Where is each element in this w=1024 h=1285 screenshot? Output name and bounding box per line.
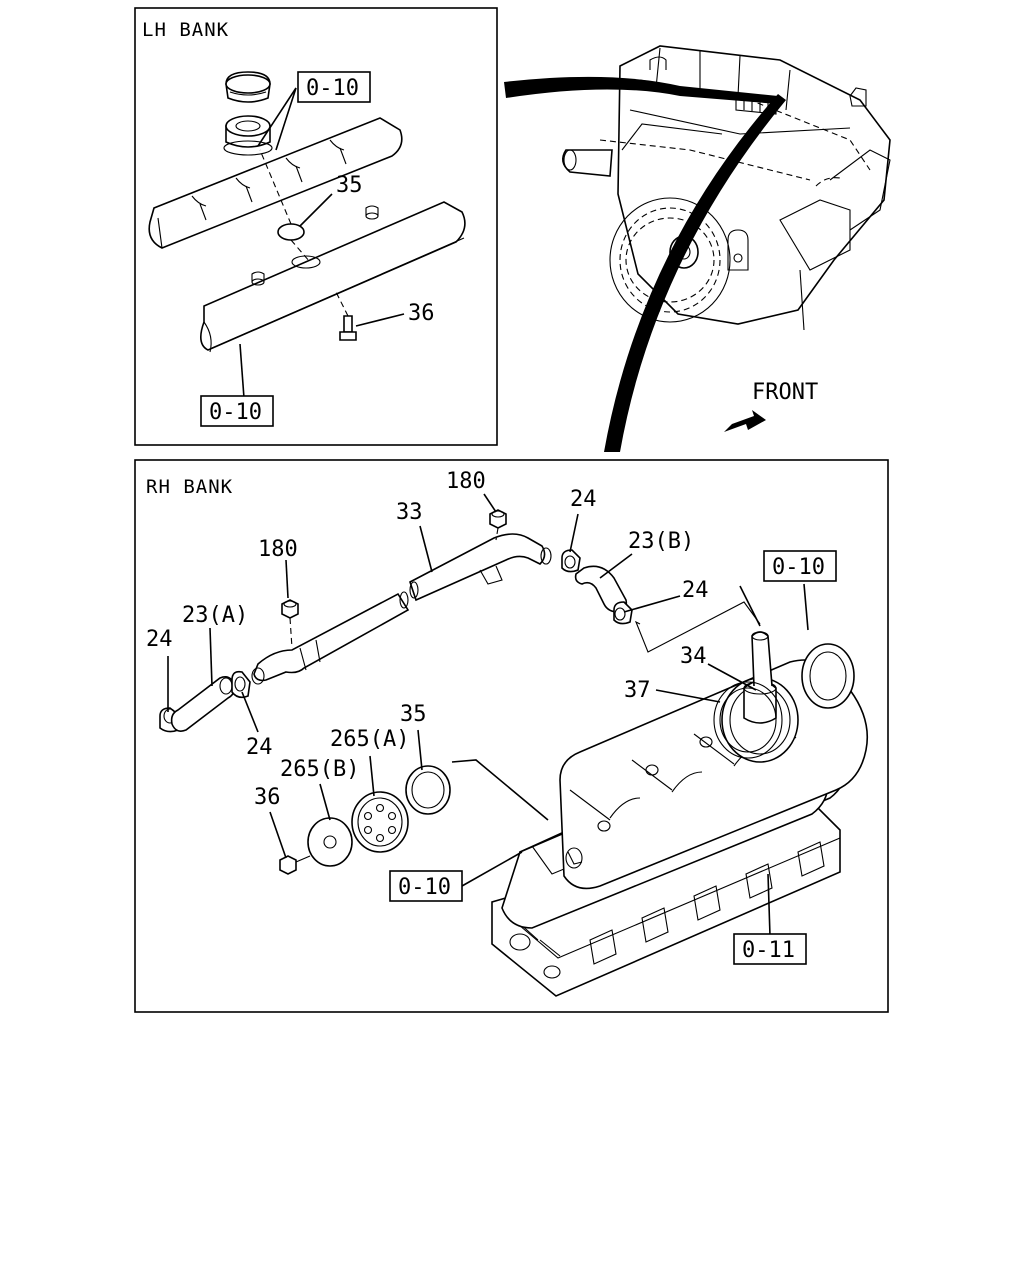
- pcv-valve-34: [721, 631, 799, 763]
- rh-nut-180-left: [281, 599, 299, 619]
- lh-o-ring-guide: [259, 149, 292, 225]
- rh-clamp-24-upper: [561, 549, 581, 573]
- rh-hose-23b: [574, 565, 628, 613]
- rh-label-24-right: 24: [682, 578, 709, 603]
- lh-panel-frame: [134, 7, 498, 446]
- rh-label-34: 34: [680, 644, 707, 669]
- rh-ref-box-top: [763, 550, 837, 582]
- rh-clamp-24-right: [613, 601, 633, 625]
- rh-bank-panel: RH BANK: [134, 459, 889, 1013]
- rh-panel-title: RH BANK: [146, 476, 233, 498]
- rh-label-36: 36: [254, 785, 281, 810]
- lh-ref-top: 0-10: [306, 76, 359, 101]
- rh-ref-011: 0-11: [742, 938, 795, 963]
- front-label: FRONT: [752, 380, 818, 405]
- rh-label-180-right: 180: [446, 469, 486, 494]
- lh-leader-ref-top-a: [257, 87, 297, 147]
- lh-ref-bottom: 0-10: [209, 400, 262, 425]
- rh-label-23a: 23(A): [182, 603, 248, 628]
- rh-ref-box-011: [733, 933, 807, 965]
- lh-label-35: 35: [336, 173, 363, 198]
- rh-label-265a: 265(A): [330, 727, 409, 752]
- oil-filler-cap: [225, 71, 271, 103]
- lh-panel-title: LH BANK: [142, 19, 229, 41]
- lh-o-ring-35: [277, 223, 305, 241]
- rh-label-37: 37: [624, 678, 651, 703]
- rh-pointer-arrow: [604, 94, 786, 452]
- rh-ref-010-mid: 0-10: [398, 875, 451, 900]
- front-indicator: FRONT: [724, 380, 818, 432]
- rh-label-23b: 23(B): [628, 529, 694, 554]
- rh-ref-010-top: 0-10: [772, 555, 825, 580]
- rh-pipe-left: [251, 591, 410, 685]
- engine-overview: FRONT: [504, 45, 891, 452]
- lh-pointer-arrow: [504, 76, 778, 104]
- flywheel: [609, 197, 731, 323]
- lh-label-36: 36: [408, 301, 435, 326]
- lh-ref-box-top: [297, 71, 371, 103]
- rh-ref-box-mid: [389, 870, 463, 902]
- lh-bolt-36: [339, 315, 357, 341]
- rh-nut-180-right: [489, 509, 507, 529]
- lh-upper-cover: [148, 117, 403, 249]
- grommet-37: [713, 681, 783, 759]
- rh-washer-265b: [307, 817, 353, 867]
- rh-label-265b: 265(B): [280, 757, 359, 782]
- rh-o-ring-35: [405, 765, 451, 815]
- lh-ref-box-bottom: [200, 395, 274, 427]
- lh-rocker-cover: [200, 201, 466, 353]
- lh-bank-panel: LH BANK: [134, 7, 498, 446]
- front-arrow-icon: [724, 410, 766, 432]
- rh-label-24-far-left: 24: [146, 627, 173, 652]
- rh-label-33: 33: [396, 500, 423, 525]
- rh-bolt-36: [279, 855, 311, 875]
- filler-neck: [223, 115, 273, 156]
- rh-label-180-left: 180: [258, 537, 298, 562]
- rh-label-24-left: 24: [246, 735, 273, 760]
- rh-plate-265a: [351, 791, 409, 853]
- rh-label-35: 35: [400, 702, 427, 727]
- rh-panel-frame: [134, 459, 889, 1013]
- rh-pipe-33: [409, 533, 552, 602]
- rh-label-24-upper: 24: [570, 487, 597, 512]
- rh-hose-23a: [170, 676, 236, 732]
- rh-clamp-24-left: [231, 670, 251, 699]
